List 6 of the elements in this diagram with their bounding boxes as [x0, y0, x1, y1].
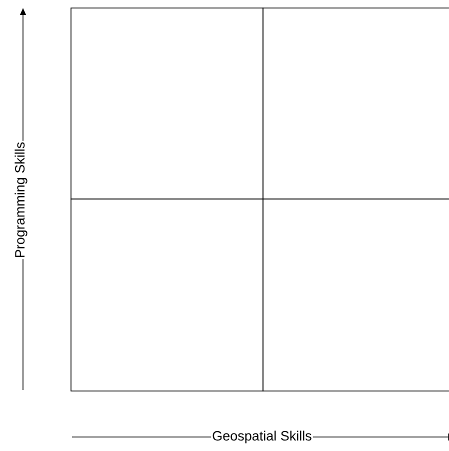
quadrant-box	[70, 198, 264, 392]
axis-label: Programming Skills	[14, 140, 28, 260]
axis-label: Geospatial Skills	[211, 430, 313, 444]
quadrant-box	[70, 8, 264, 200]
quadrant-box	[262, 8, 449, 200]
quadrant-box	[262, 198, 449, 392]
